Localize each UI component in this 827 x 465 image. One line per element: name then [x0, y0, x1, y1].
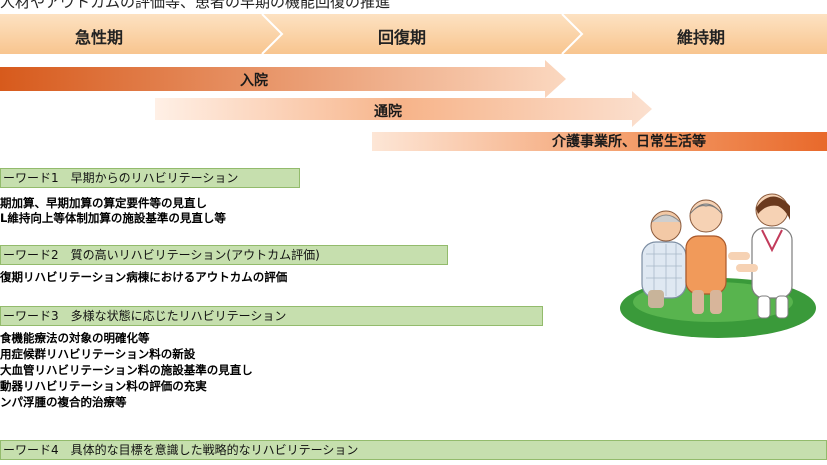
phase-acute-shape — [0, 14, 282, 54]
keyword-2-item: 復期リハビリテーション病棟におけるアウトカムの評価 — [0, 270, 288, 284]
arrow-outpatient — [155, 91, 652, 127]
arrow-care-label: 介護事業所、日常生活等 — [552, 134, 706, 150]
arrow-inpatient-label: 入院 — [240, 73, 268, 89]
phase-recovery-shape — [262, 14, 582, 54]
arrow-outpatient-label: 通院 — [374, 104, 402, 120]
keyword-1-item: 期加算、早期加算の算定要件等の見直し — [0, 196, 207, 210]
arrow-inpatient — [0, 60, 566, 98]
keyword-3-item: 大血管リハビリテーション料の施設基準の見直し — [0, 363, 253, 377]
keyword-3-item: 用症候群リハビリテーション料の新設 — [0, 347, 196, 361]
keyword-2-box: ーワード2 質の高いリハビリテーション(アウトカム評価) — [0, 245, 448, 265]
elderly-man-figure — [641, 210, 687, 308]
rehabilitation-illustration — [620, 193, 816, 338]
keyword-3-item: ンパ浮腫の複合的治療等 — [0, 395, 127, 409]
phase-chevron-band — [0, 14, 827, 54]
keyword-4-box: ーワード4 具体的な目標を意識した戦略的なリハビリテーション — [0, 440, 827, 460]
phase-recovery-label: 回復期 — [378, 28, 427, 47]
caregiver-figure — [736, 193, 793, 319]
keyword-1-box: ーワード1 早期からのリハビリテーション — [0, 168, 300, 188]
keyword-1-item: L維持向上等体制加算の施設基準の見直し等 — [0, 211, 226, 225]
phase-maintenance-shape — [562, 14, 827, 54]
phase-acute-label: 急性期 — [75, 28, 124, 47]
elderly-woman-figure — [685, 199, 750, 314]
keyword-3-box: ーワード3 多様な状態に応じたリハビリテーション — [0, 306, 543, 326]
care-arrows — [0, 60, 827, 151]
keyword-3-item: 動器リハビリテーション料の評価の充実 — [0, 379, 207, 393]
header-text: 人材やアウトカムの評価等、患者の早期の機能回復の推進 — [0, 0, 391, 11]
arrow-care-daily-life — [372, 132, 827, 151]
phase-maintenance-label: 維持期 — [677, 28, 726, 47]
keyword-3-item: 食機能療法の対象の明確化等 — [0, 331, 150, 345]
